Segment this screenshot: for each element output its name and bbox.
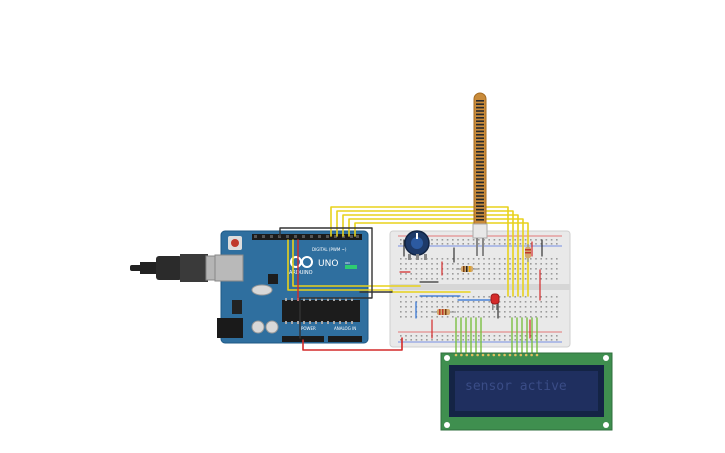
mounting-hole-icon bbox=[444, 422, 450, 428]
red-led[interactable] bbox=[490, 293, 500, 310]
mounting-hole-icon bbox=[603, 355, 609, 361]
resistor[interactable] bbox=[456, 266, 478, 272]
reset-button-icon[interactable] bbox=[231, 239, 239, 247]
resistor-2[interactable] bbox=[432, 309, 456, 315]
digital-header-label: DIGITAL (PWM ~) bbox=[312, 247, 347, 252]
resistor-3[interactable] bbox=[525, 244, 531, 262]
analog-header-label: ANALOG IN bbox=[334, 326, 356, 331]
arduino-uno-board[interactable]: ARDUINO UNO DIGITAL (PWM ~) POWER ANALOG… bbox=[214, 230, 369, 344]
potentiometer[interactable] bbox=[404, 230, 430, 260]
power-header-label: POWER bbox=[301, 326, 316, 331]
lcd-16x2[interactable]: sensor active bbox=[440, 352, 613, 431]
usb-cable[interactable] bbox=[130, 254, 225, 282]
on-led-label: ON bbox=[345, 261, 350, 265]
arduino-logo-icon bbox=[290, 256, 313, 268]
arduino-logo-text: ARDUINO bbox=[289, 270, 313, 276]
flex-sensor[interactable] bbox=[472, 92, 488, 256]
breadboard[interactable] bbox=[389, 230, 571, 348]
arduino-model-label: UNO bbox=[318, 259, 338, 269]
flex-sensor-stripes bbox=[476, 100, 484, 221]
lcd-line-1: sensor active bbox=[465, 379, 567, 394]
wires bbox=[279, 206, 543, 353]
mounting-hole-icon bbox=[603, 422, 609, 428]
on-led-icon bbox=[345, 265, 357, 269]
lcd-pin-header bbox=[454, 353, 539, 357]
breadboard-holes bbox=[400, 239, 558, 341]
mounting-hole-icon bbox=[444, 355, 450, 361]
